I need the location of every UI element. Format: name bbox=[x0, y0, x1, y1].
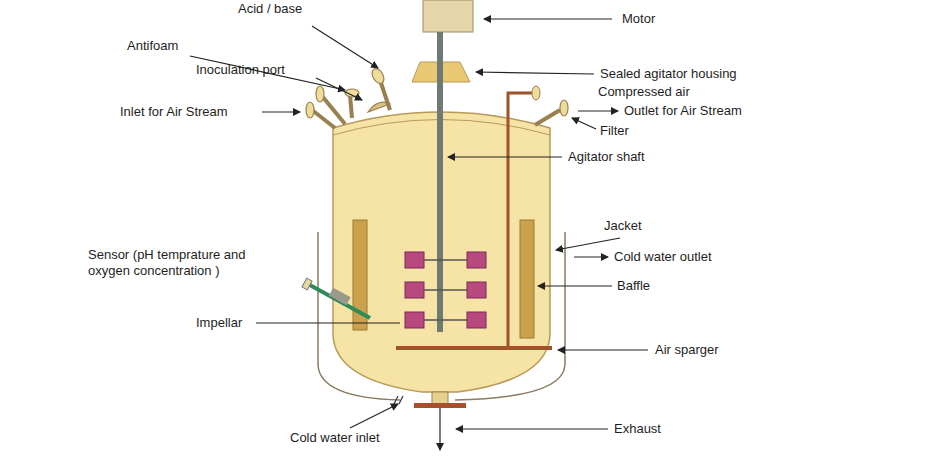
motor-label: Motor bbox=[622, 11, 655, 27]
antifoam-label: Antifoam bbox=[127, 38, 178, 54]
housing-label: Sealed agitator housing bbox=[600, 66, 737, 82]
sensor-label: Sensor (pH temprature and oxygen concent… bbox=[88, 247, 278, 279]
impeller-label: Impellar bbox=[196, 315, 242, 331]
shaft-label: Agitator shaft bbox=[568, 149, 645, 165]
water-inlet-label: Cold water inlet bbox=[290, 430, 380, 446]
port-label: Inoculation port bbox=[196, 62, 285, 78]
filter-label: Filter bbox=[600, 123, 629, 139]
sparger-label: Air sparger bbox=[655, 342, 719, 358]
water-outlet-label: Cold water outlet bbox=[614, 249, 712, 265]
inlet-label: Inlet for Air Stream bbox=[120, 104, 228, 120]
baffle-label: Baffle bbox=[617, 278, 650, 294]
reagent-label: Acid / base bbox=[238, 1, 302, 17]
jacket-label: Jacket bbox=[604, 218, 642, 234]
exhaust-label: Exhaust bbox=[614, 421, 661, 437]
air-label: Compressed air bbox=[598, 84, 690, 100]
outlet-label: Outlet for Air Stream bbox=[624, 103, 742, 119]
